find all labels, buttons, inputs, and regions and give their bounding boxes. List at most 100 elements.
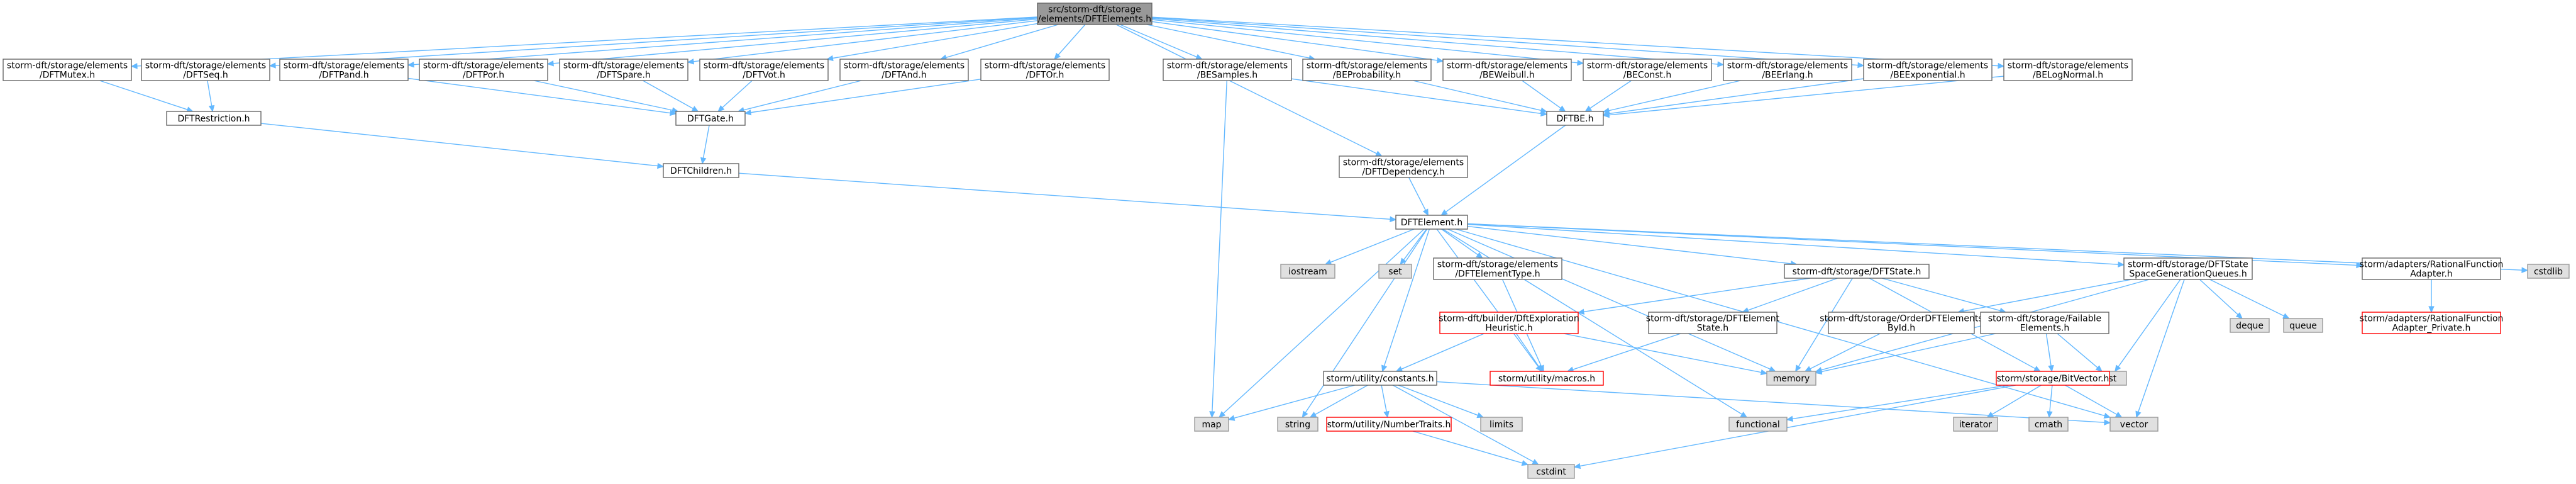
node-iterator: iterator [1953,417,1998,432]
arrowhead-icon [1986,412,1994,418]
edge-element-to-set [1400,228,1427,265]
node-bitvector[interactable]: storm/storage/BitVector.h [1996,371,2110,386]
edge-line [1436,381,2105,423]
edge-line [2065,385,2118,415]
node-deque: deque [2230,318,2270,333]
node-spare[interactable]: storm-dft/storage/elements/DFTSpare.h [559,59,688,81]
edge-children-to-element [738,172,1397,223]
node-restriction[interactable]: DFTRestriction.h [166,111,262,126]
node-por[interactable]: storm-dft/storage/elements/DFTPor.h [419,59,548,81]
node-vot[interactable]: storm-dft/storage/elements/DFTVot.h [699,59,829,81]
node-box [419,59,548,81]
node-root[interactable]: src/storm-dft/storage/elements/DFTElemen… [1037,3,1153,25]
edge-line [1315,385,1368,415]
node-label: Adapter.h [2410,269,2453,279]
edge-line [738,172,1391,220]
edge-bitvector-to-cmath [2047,385,2053,419]
node-rfap[interactable]: storm/adapters/RationalFunctionAdapter_P… [2360,312,2504,334]
node-box [2362,257,2501,280]
node-dftstate[interactable]: storm-dft/storage/DFTState.h [1784,264,1930,279]
node-dependency[interactable]: storm-dft/storage/elements/DFTDependency… [1339,155,1468,178]
node-label: storm-dft/storage/OrderDFTElements [1820,314,1982,324]
node-string: string [1277,417,1318,432]
arrowhead-icon [1559,105,1566,112]
node-label: storm-dft/builder/DftExploration [1439,314,1579,324]
edge-line [1151,17,1859,66]
node-be[interactable]: DFTBE.h [1546,111,1604,126]
node-children[interactable]: DFTChildren.h [663,163,739,178]
node-pand[interactable]: storm-dft/storage/elements/DFTPand.h [279,59,409,81]
edge-line [275,17,1038,66]
node-label: iterator [1959,420,1992,430]
edge-line [1436,228,1539,368]
edge-expo-to-be [1602,78,1864,117]
arrowhead-icon [1769,366,1776,372]
node-and[interactable]: storm-dft/storage/elements/DFTAnd.h [839,59,969,81]
edge-dependency-to-element [1408,177,1429,217]
node-box [663,163,739,178]
node-prob[interactable]: storm-dft/storage/elements/BEProbability… [1302,59,1432,81]
node-expo[interactable]: storm-dft/storage/elements/BEExponential… [1863,59,1993,81]
edge-line [1412,431,1523,464]
node-label: storm-dft/storage/DFTState.h [1793,267,1921,277]
node-lognormal[interactable]: storm-dft/storage/elements/BELogNormal.h [2003,59,2133,81]
edge-root-to-or [1054,24,1086,60]
node-queues[interactable]: storm-dft/storage/DFTStateSpaceGeneratio… [2123,257,2253,280]
node-memory: memory [1766,371,1816,386]
edge-constants-to-numbertraits [1381,385,1390,419]
node-label: storm-dft/storage/DFTElement [1646,314,1780,324]
edge-root-to-por [546,18,1038,67]
node-constants[interactable]: storm/utility/constants.h [1323,371,1437,386]
edge-line [1412,80,1542,111]
node-box [559,59,688,81]
node-box [166,111,262,126]
edge-mutex-to-restriction [99,80,194,113]
node-samples[interactable]: storm-dft/storage/elements/BESamples.h [1163,59,1292,81]
node-box [1480,417,1523,432]
node-label: storm-dft/storage/elements [1437,260,1558,270]
node-elemtype[interactable]: storm-dft/storage/elements/DFTElementTyp… [1433,257,1562,280]
node-box [2527,264,2570,279]
edge-samples-to-be [1291,78,1548,117]
edge-line [1963,279,2131,312]
edge-line [2199,279,2238,315]
edge-line [1821,333,1996,373]
node-mutex[interactable]: storm-dft/storage/elements/DFTMutex.h [3,59,132,81]
node-label: DFTBE.h [1557,114,1594,124]
arrowhead-icon [2114,364,2121,373]
edge-line [1151,21,1438,61]
edge-element-to-memory [1447,228,1776,372]
arrowhead-icon [1717,61,1725,67]
edge-line [1146,24,1310,59]
arrowhead-icon [2135,410,2142,419]
node-box [1323,371,1437,386]
node-gate[interactable]: DFTGate.h [675,111,746,126]
arrowhead-icon [2235,312,2243,319]
node-or[interactable]: storm-dft/storage/elements/DFTOr.h [980,59,1110,81]
arrowhead-icon [1602,111,1610,118]
node-erlang[interactable]: storm-dft/storage/elements/BEErlang.h [1723,59,1852,81]
node-label: /DFTPand.h [319,70,368,81]
edge-element-to-elemtype [1441,228,1483,259]
arrowhead-icon [2282,313,2290,319]
node-numbertraits[interactable]: storm/utility/NumberTraits.h [1326,417,1452,432]
node-element[interactable]: DFTElement.h [1395,215,1468,230]
edge-line [1381,385,1387,412]
node-seq[interactable]: storm-dft/storage/elements/DFTSeq.h [141,59,270,81]
edge-root-to-dependency [1116,24,1383,157]
node-macros[interactable]: storm/utility/macros.h [1490,371,1604,386]
edge-lognormal-to-be [1602,76,2004,118]
node-weibull[interactable]: storm-dft/storage/elements/BEWeibull.h [1442,59,1572,81]
arrowhead-icon [546,60,554,67]
node-const[interactable]: storm-dft/storage/elements/BEConst.h [1583,59,1712,81]
arrowhead-icon [1375,150,1383,157]
node-label: storm/utility/macros.h [1498,374,1595,384]
edge-line [1810,333,1881,369]
node-heuristic[interactable]: storm-dft/builder/DftExplorationHeuristi… [1439,312,1579,334]
node-label: cmath [2035,420,2062,430]
edge-failable-to-bitvector [2045,333,2054,373]
